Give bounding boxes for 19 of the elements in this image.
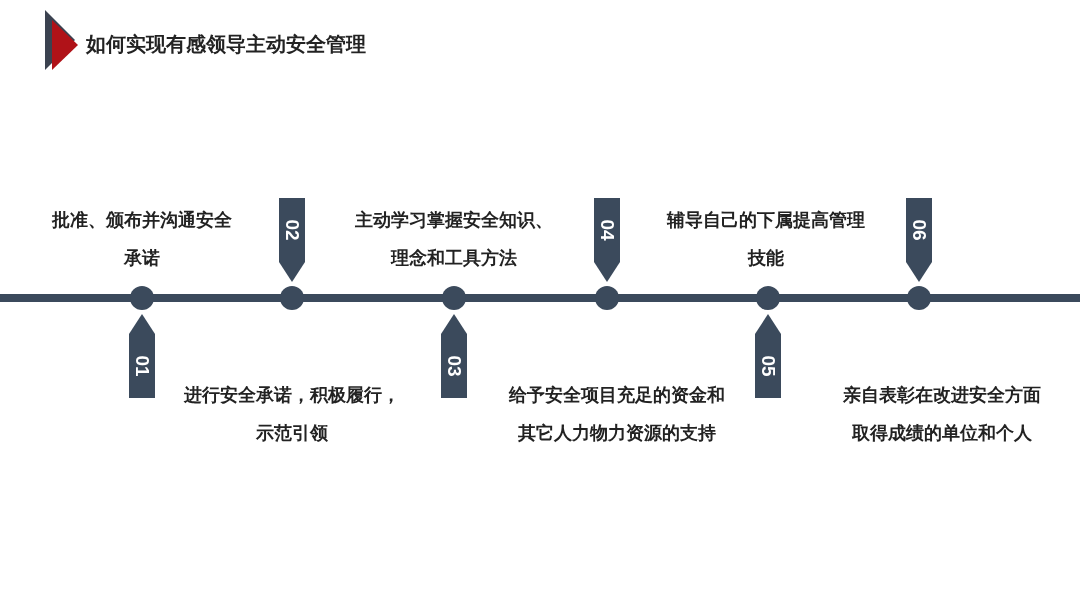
down-pointing-tag <box>594 198 620 282</box>
up-pointing-tag <box>755 314 781 398</box>
step-number: 06 <box>908 219 930 241</box>
down-pointing-tag <box>279 198 305 282</box>
step-description: 批准、颁布并沟通安全承诺 <box>51 208 233 270</box>
up-pointing-tag <box>441 314 467 398</box>
step-description: 主动学习掌握安全知识、理念和工具方法 <box>354 208 554 270</box>
step-number: 02 <box>281 219 303 241</box>
step-description: 亲自表彰在改进安全方面取得成绩的单位和个人 <box>842 383 1042 445</box>
step-number: 05 <box>757 355 779 377</box>
title: 如何实现有感领导主动安全管理 <box>86 31 366 58</box>
down-pointing-tag <box>906 198 932 282</box>
step-description: 给予安全项目充足的资金和其它人力物力资源的支持 <box>507 383 726 445</box>
step-description: 进行安全承诺，积极履行，示范引领 <box>183 383 401 445</box>
step-description: 辅导自己的下属提高管理技能 <box>665 208 866 270</box>
step-number: 01 <box>131 355 153 377</box>
step-number: 04 <box>596 219 618 241</box>
step-number: 03 <box>443 355 465 377</box>
up-pointing-tag <box>129 314 155 398</box>
